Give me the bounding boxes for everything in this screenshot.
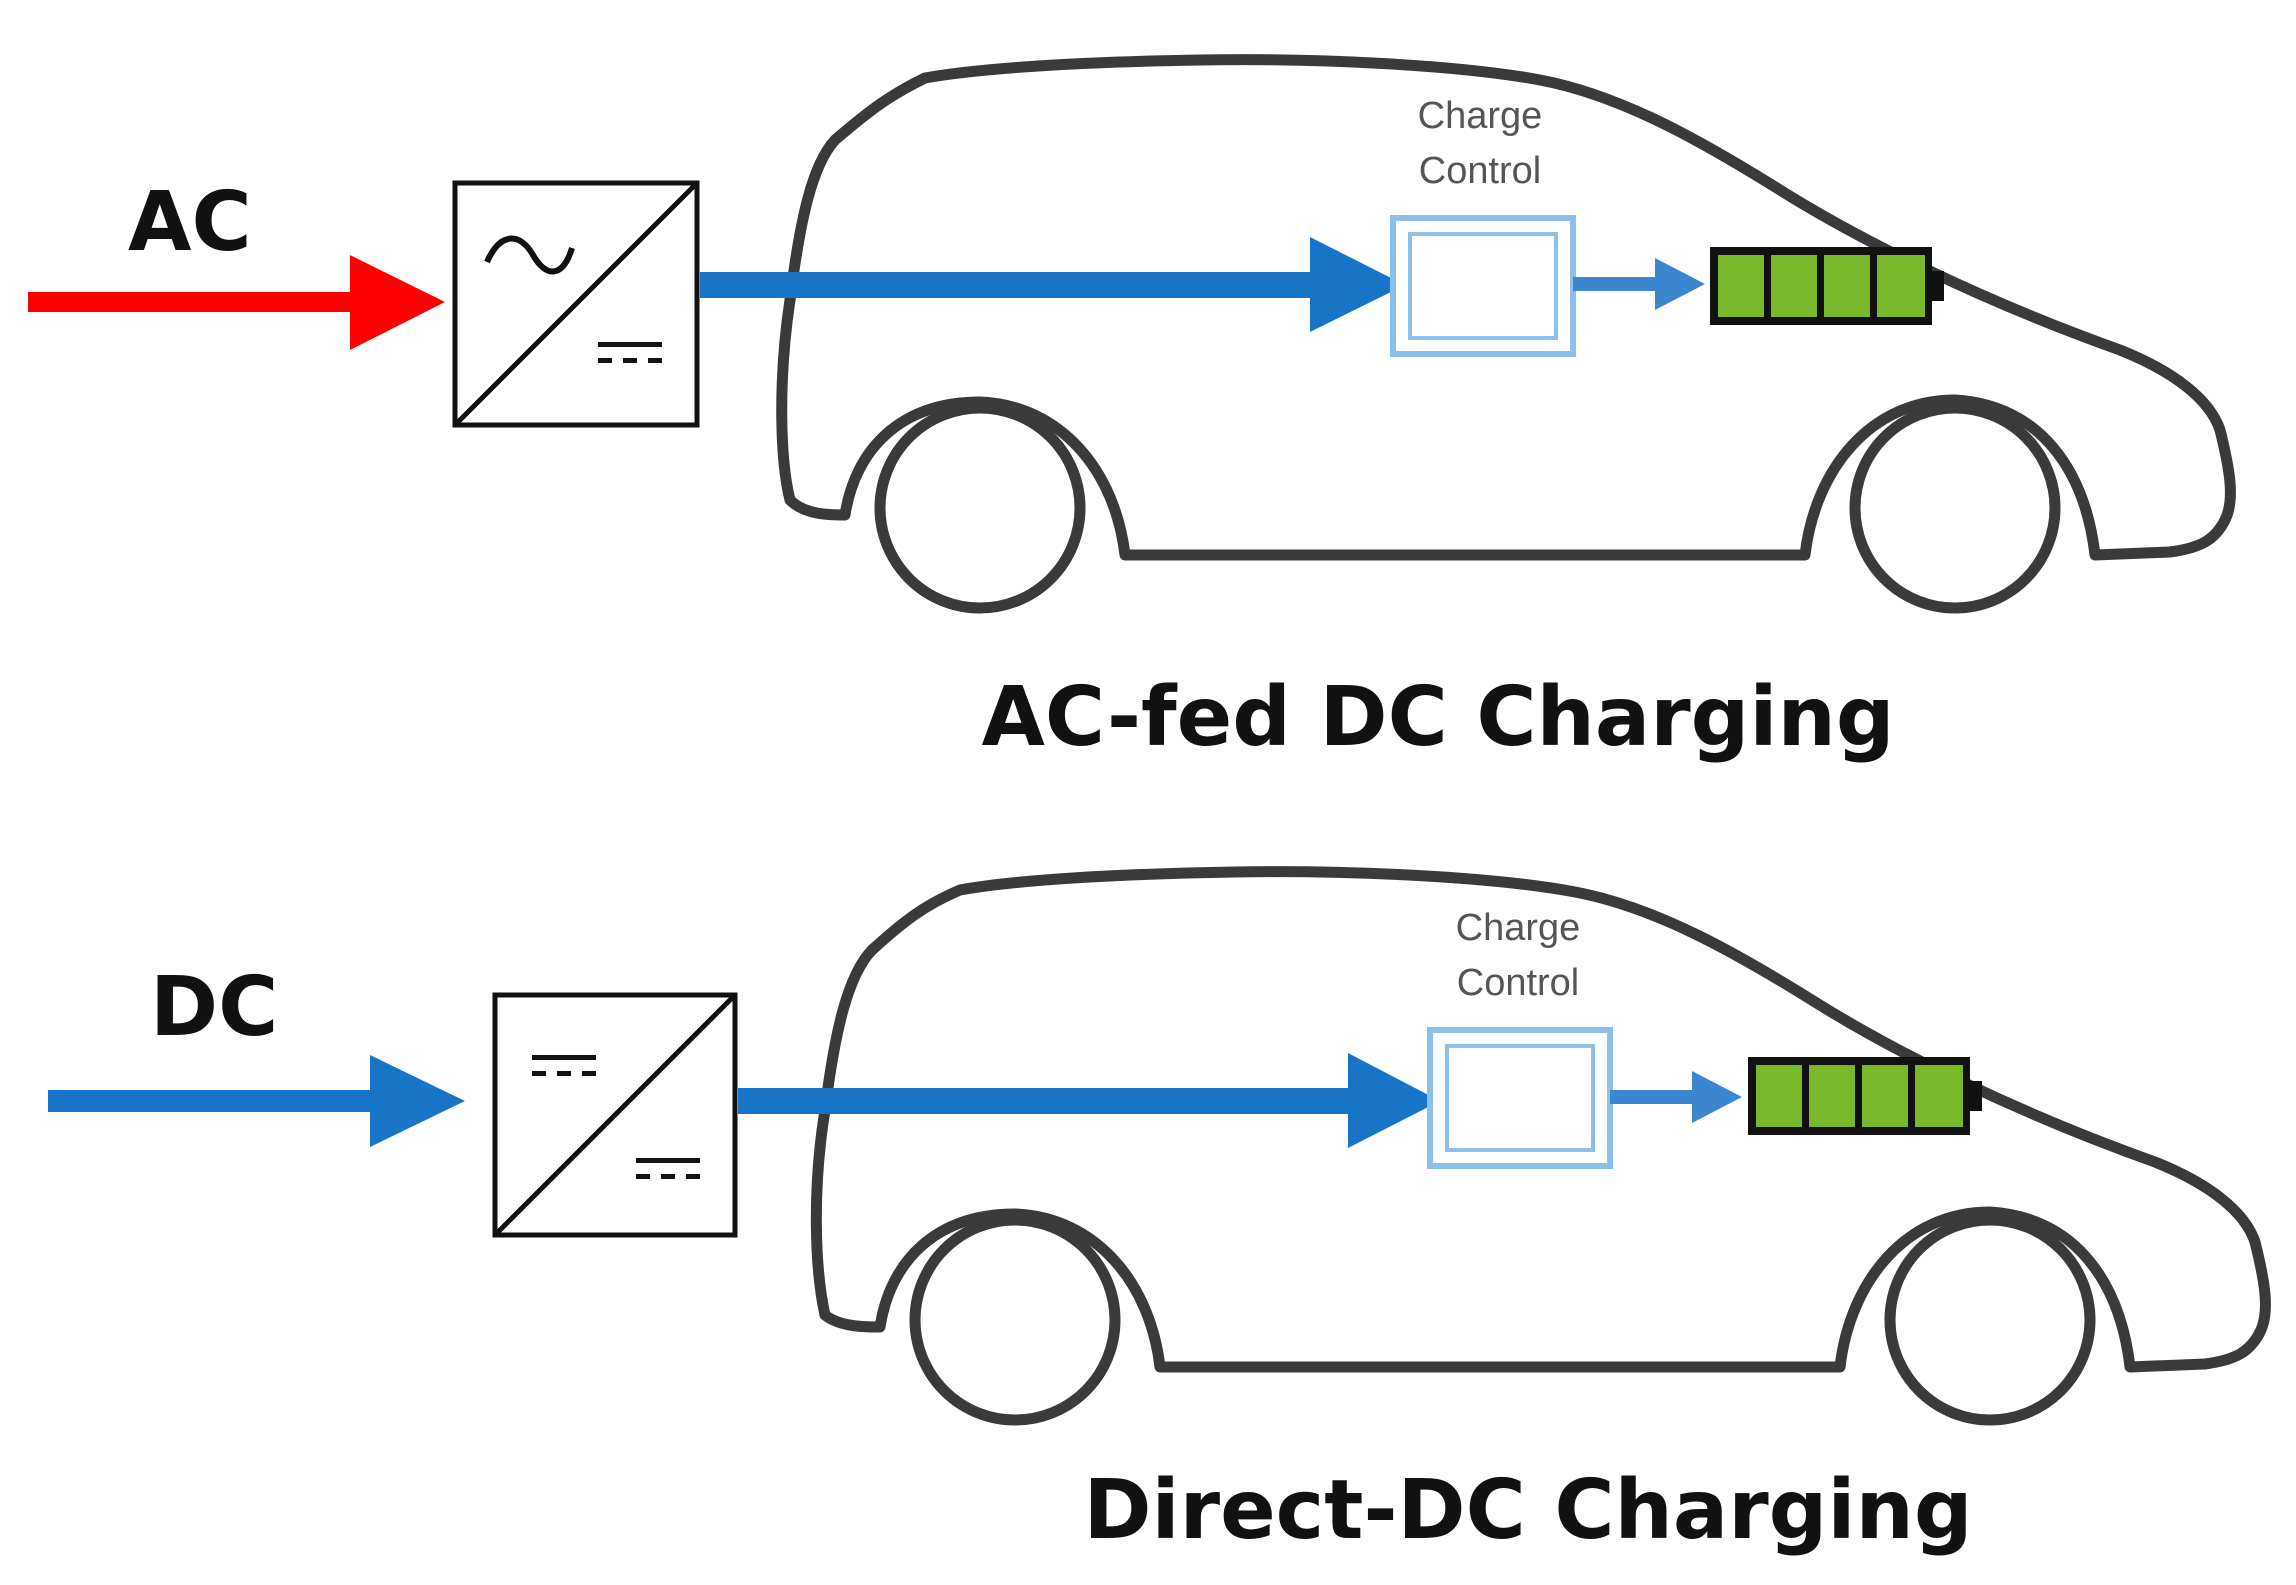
dc-flow-arrow [738, 1053, 1440, 1148]
ac-source-label: AC [128, 175, 252, 270]
front-wheel-icon [1884, 1214, 2096, 1426]
charge-control-label-line1: Charge [1456, 907, 1581, 949]
dc-symbol-icon [598, 342, 662, 363]
charge-control-label-line2: Control [1457, 962, 1580, 1004]
rear-wheel-icon [874, 402, 1086, 614]
dc-source-label: DC [150, 960, 278, 1055]
charge-control-box [1390, 215, 1576, 357]
dc-symbol-icon [532, 1055, 596, 1076]
battery-icon [1748, 1057, 1982, 1135]
charge-control-label-line1: Charge [1418, 95, 1543, 137]
rear-wheel-icon [909, 1214, 1121, 1426]
car-outline-icon [776, 54, 2236, 561]
dc-symbol-icon [636, 1158, 700, 1179]
car-outline-icon [810, 866, 2271, 1373]
panel-ac-fed: AC Charge Control [28, 54, 2236, 765]
dc-input-arrow [48, 1055, 465, 1147]
charge-control-label-line2: Control [1419, 150, 1542, 192]
dc-flow-arrow [700, 237, 1405, 332]
panel-caption-ac-fed: AC-fed DC Charging [981, 670, 1894, 765]
dc-dc-converter-icon [492, 992, 738, 1238]
sine-wave-icon [484, 235, 575, 275]
ac-dc-converter-icon [452, 180, 700, 428]
battery-icon [1710, 247, 1944, 325]
ac-input-arrow [28, 255, 445, 350]
charge-control-box [1427, 1027, 1613, 1169]
panel-caption-direct-dc: Direct-DC Charging [1083, 1463, 1972, 1558]
charge-arrow [1573, 258, 1705, 310]
charge-arrow [1610, 1071, 1742, 1123]
panel-direct-dc: DC [48, 866, 2271, 1558]
front-wheel-icon [1849, 402, 2061, 614]
